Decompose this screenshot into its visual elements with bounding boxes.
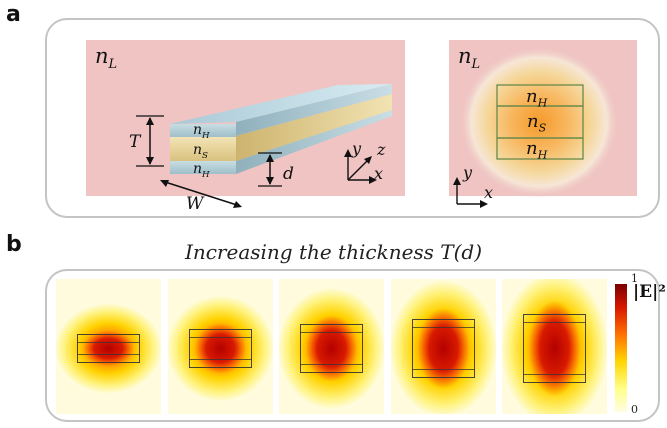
front-face-top-layer [170,124,236,137]
field-map-1 [56,279,161,414]
front-face-bottom-layer [170,161,236,174]
panel-b-caption: Increasing the thickness T(d) [184,240,483,264]
dim-T-label: T [129,132,141,152]
dim-d-label: d [283,164,294,184]
top-face [170,84,392,124]
side-face-bottom-layer [236,110,392,174]
colorbar-min-label: 0 [631,403,638,416]
waveguide-3d-diagram [136,84,392,208]
cladding-label-left: nL [95,44,118,73]
axis-y2-label: y [463,163,473,182]
axis-y-label: y [352,139,362,158]
colorbar [615,284,627,412]
colorbar-max-label: 1 [631,272,638,285]
dim-W-label: W [186,194,204,214]
layer-label-bottom: nH [193,161,210,180]
front-face-slot-layer [170,137,236,161]
cross-section-bottom-layer [496,137,584,160]
field-map-5 [502,279,607,414]
axis-z-line [347,157,371,181]
panel-b-letter: b [6,232,22,257]
dim-W-arrow [161,180,241,207]
cross-section-diagram [453,46,619,208]
xs-label-slot: nS [527,111,547,135]
field-map-2 [168,279,273,414]
panel-a-letter: a [6,2,21,27]
axis-x2-label: x [484,183,494,202]
xs-label-top: nH [526,86,548,110]
cladding-label-right: nL [458,44,481,73]
axis-z-label: z [377,140,386,159]
field-map-3 [279,279,384,414]
layer-label-slot: nS [193,142,208,161]
mode-glow [459,46,619,198]
side-face-top-layer [236,84,392,136]
axis-x-label: x [374,164,384,183]
xs-label-bottom: nH [526,138,548,162]
layer-label-top: nH [193,122,210,141]
field-map-4 [391,279,496,414]
side-face-slot-layer [236,94,392,161]
colorbar-title: |E|² [633,282,666,302]
